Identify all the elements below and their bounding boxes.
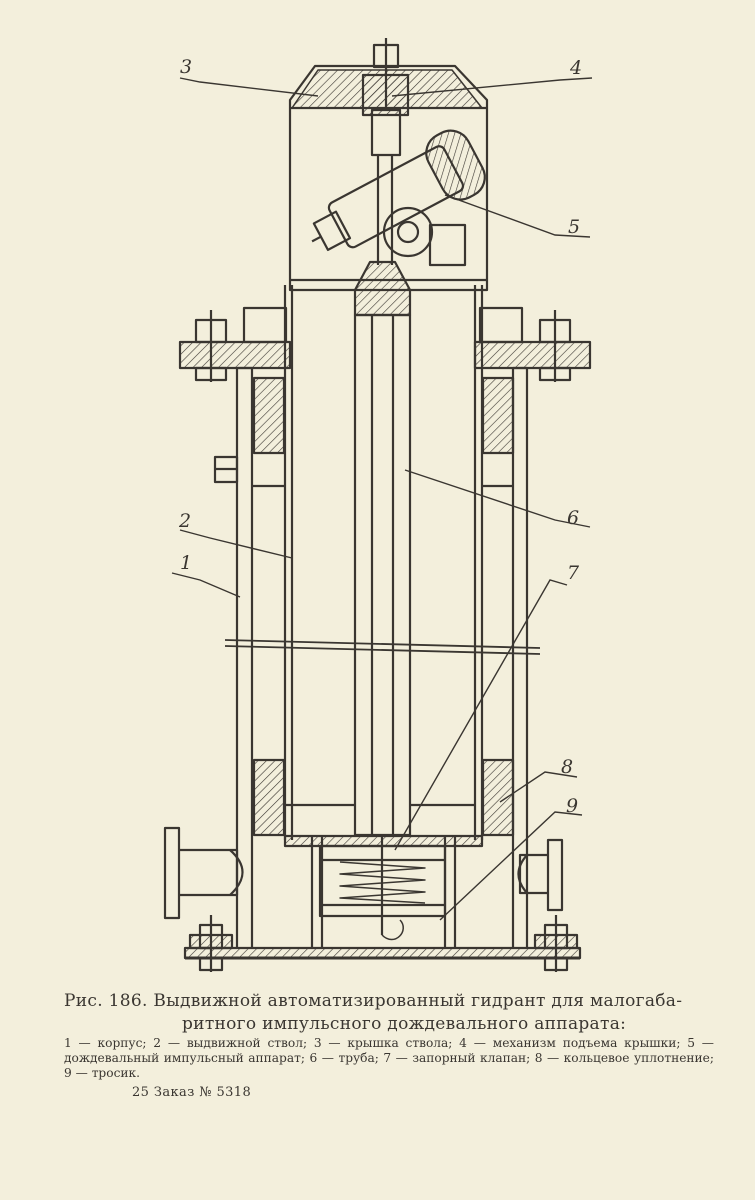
figure-caption-title: Рис. 186. Выдвижной автоматизированный г…	[64, 990, 714, 1036]
leader-7	[394, 579, 568, 851]
leader-9	[439, 811, 583, 921]
callout-9: 9	[566, 795, 579, 817]
leader-4	[391, 77, 593, 97]
callout-8: 8	[561, 756, 574, 778]
base-bolt-left	[188, 915, 234, 972]
impulse-sprinkler	[311, 129, 486, 252]
callout-6: 6	[567, 507, 580, 529]
callout-1: 1	[180, 552, 193, 574]
hydrant-technical-drawing	[163, 38, 593, 972]
callout-2: 2	[179, 510, 192, 532]
callout-4: 4	[570, 57, 583, 79]
shutoff-valve	[318, 836, 447, 935]
figure-caption-legend: 1 — корпус; 2 — выдвижной ствол; 3 — кры…	[64, 1036, 714, 1080]
lower-seal-right	[481, 758, 515, 837]
lower-seal-left	[252, 758, 286, 837]
break-line	[224, 639, 541, 655]
side-plug	[213, 455, 239, 484]
callout-5: 5	[568, 216, 581, 238]
casing-top-flange	[178, 306, 592, 382]
caption-title-line2: ритного импульсного дождевального аппара…	[182, 1014, 627, 1034]
leader-5	[444, 194, 591, 238]
central-pipe	[353, 313, 412, 837]
barrel-neck	[353, 260, 412, 317]
sprinkler-pivot	[382, 206, 434, 258]
leader-2	[179, 529, 293, 559]
extendable-barrel	[252, 285, 513, 840]
leader-6	[404, 469, 591, 528]
caption-title-line1: Рис. 186. Выдвижной автоматизированный г…	[64, 991, 683, 1011]
callout-3: 3	[180, 56, 193, 78]
cable	[381, 919, 404, 941]
base-bolt-right	[533, 915, 579, 972]
leader-8	[499, 771, 578, 803]
side-outlet-right	[517, 838, 564, 912]
side-outlet-left	[163, 826, 244, 920]
upper-seal-right	[481, 376, 515, 455]
lower-plate	[283, 834, 484, 848]
callout-7: 7	[567, 562, 580, 584]
leader-1	[171, 572, 241, 598]
leader-3	[179, 77, 319, 97]
upper-seal-left	[252, 376, 286, 455]
order-number: 25 Заказ № 5318	[132, 1085, 252, 1100]
valve-rods	[310, 836, 457, 948]
